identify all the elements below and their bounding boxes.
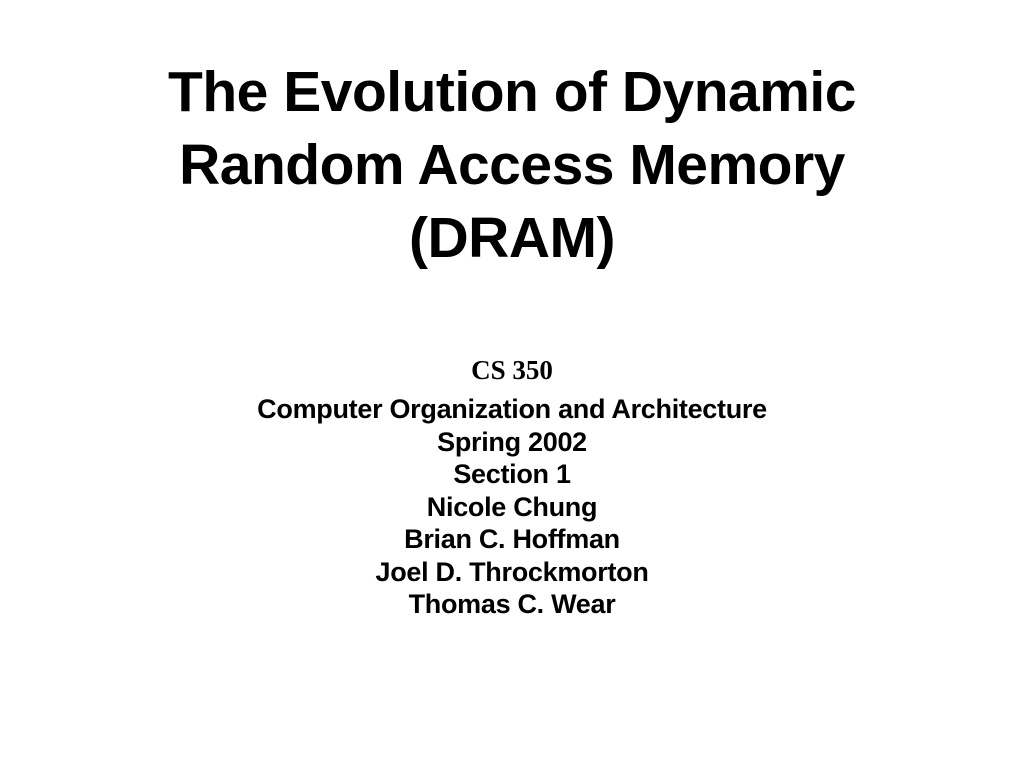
course-name: Computer Organization and Architecture: [257, 394, 767, 424]
title-line-1: The Evolution of Dynamic: [168, 60, 856, 124]
slide-title: The Evolution of Dynamic Random Access M…: [0, 56, 1024, 275]
section: Section 1: [453, 459, 571, 489]
slide-subtitle: Computer Organization and Architecture S…: [0, 393, 1024, 621]
author-name: Joel D. Throckmorton: [375, 556, 649, 587]
author-name: Brian C. Hoffman: [404, 524, 620, 554]
author-name: Thomas C. Wear: [408, 589, 616, 619]
title-line-3: (DRAM): [409, 206, 615, 270]
course-code: CS 350: [471, 355, 553, 385]
title-line-2: Random Access Memory: [179, 133, 845, 197]
author-name: Nicole Chung: [426, 491, 598, 522]
term: Spring 2002: [437, 426, 587, 457]
